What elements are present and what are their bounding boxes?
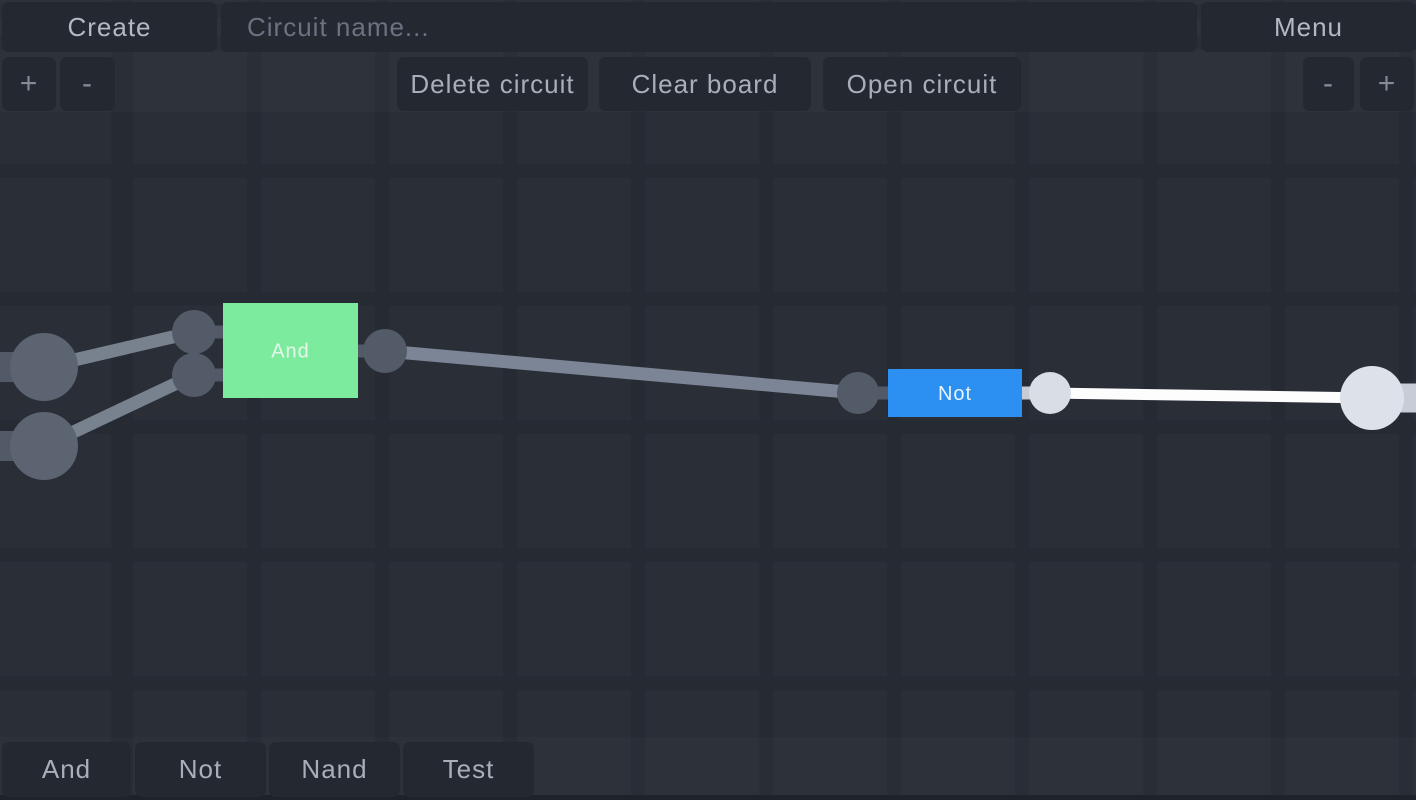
- delete-circuit-button[interactable]: Delete circuit: [397, 57, 588, 111]
- pin[interactable]: [172, 310, 216, 354]
- output-node[interactable]: [1340, 366, 1404, 430]
- create-button[interactable]: Create: [2, 2, 217, 52]
- pin[interactable]: [363, 329, 407, 373]
- and-gate-label: And: [271, 341, 310, 363]
- clear-board-button[interactable]: Clear board: [599, 57, 811, 111]
- open-circuit-button[interactable]: Open circuit: [823, 57, 1021, 111]
- not-gate[interactable]: [888, 369, 1022, 417]
- pin[interactable]: [1029, 372, 1071, 414]
- zoom-out-button-left[interactable]: -: [60, 57, 115, 111]
- wire[interactable]: [1049, 387, 1373, 404]
- palette-item-and[interactable]: And: [2, 742, 131, 797]
- wire[interactable]: [384, 344, 859, 400]
- not-gate-label: Not: [938, 383, 972, 405]
- zoom-in-button-left[interactable]: +: [2, 57, 56, 111]
- palette-item-not[interactable]: Not: [135, 742, 266, 797]
- circuit-name-input[interactable]: [221, 2, 1197, 52]
- input-node[interactable]: [10, 412, 78, 480]
- input-node[interactable]: [10, 333, 78, 401]
- palette-item-test[interactable]: Test: [403, 742, 534, 797]
- zoom-out-button-right[interactable]: -: [1303, 57, 1354, 111]
- pin[interactable]: [837, 372, 879, 414]
- palette-item-nand[interactable]: Nand: [269, 742, 400, 797]
- menu-button[interactable]: Menu: [1201, 2, 1416, 52]
- pin[interactable]: [172, 353, 216, 397]
- zoom-in-button-right[interactable]: +: [1360, 57, 1414, 111]
- and-gate[interactable]: [223, 303, 358, 398]
